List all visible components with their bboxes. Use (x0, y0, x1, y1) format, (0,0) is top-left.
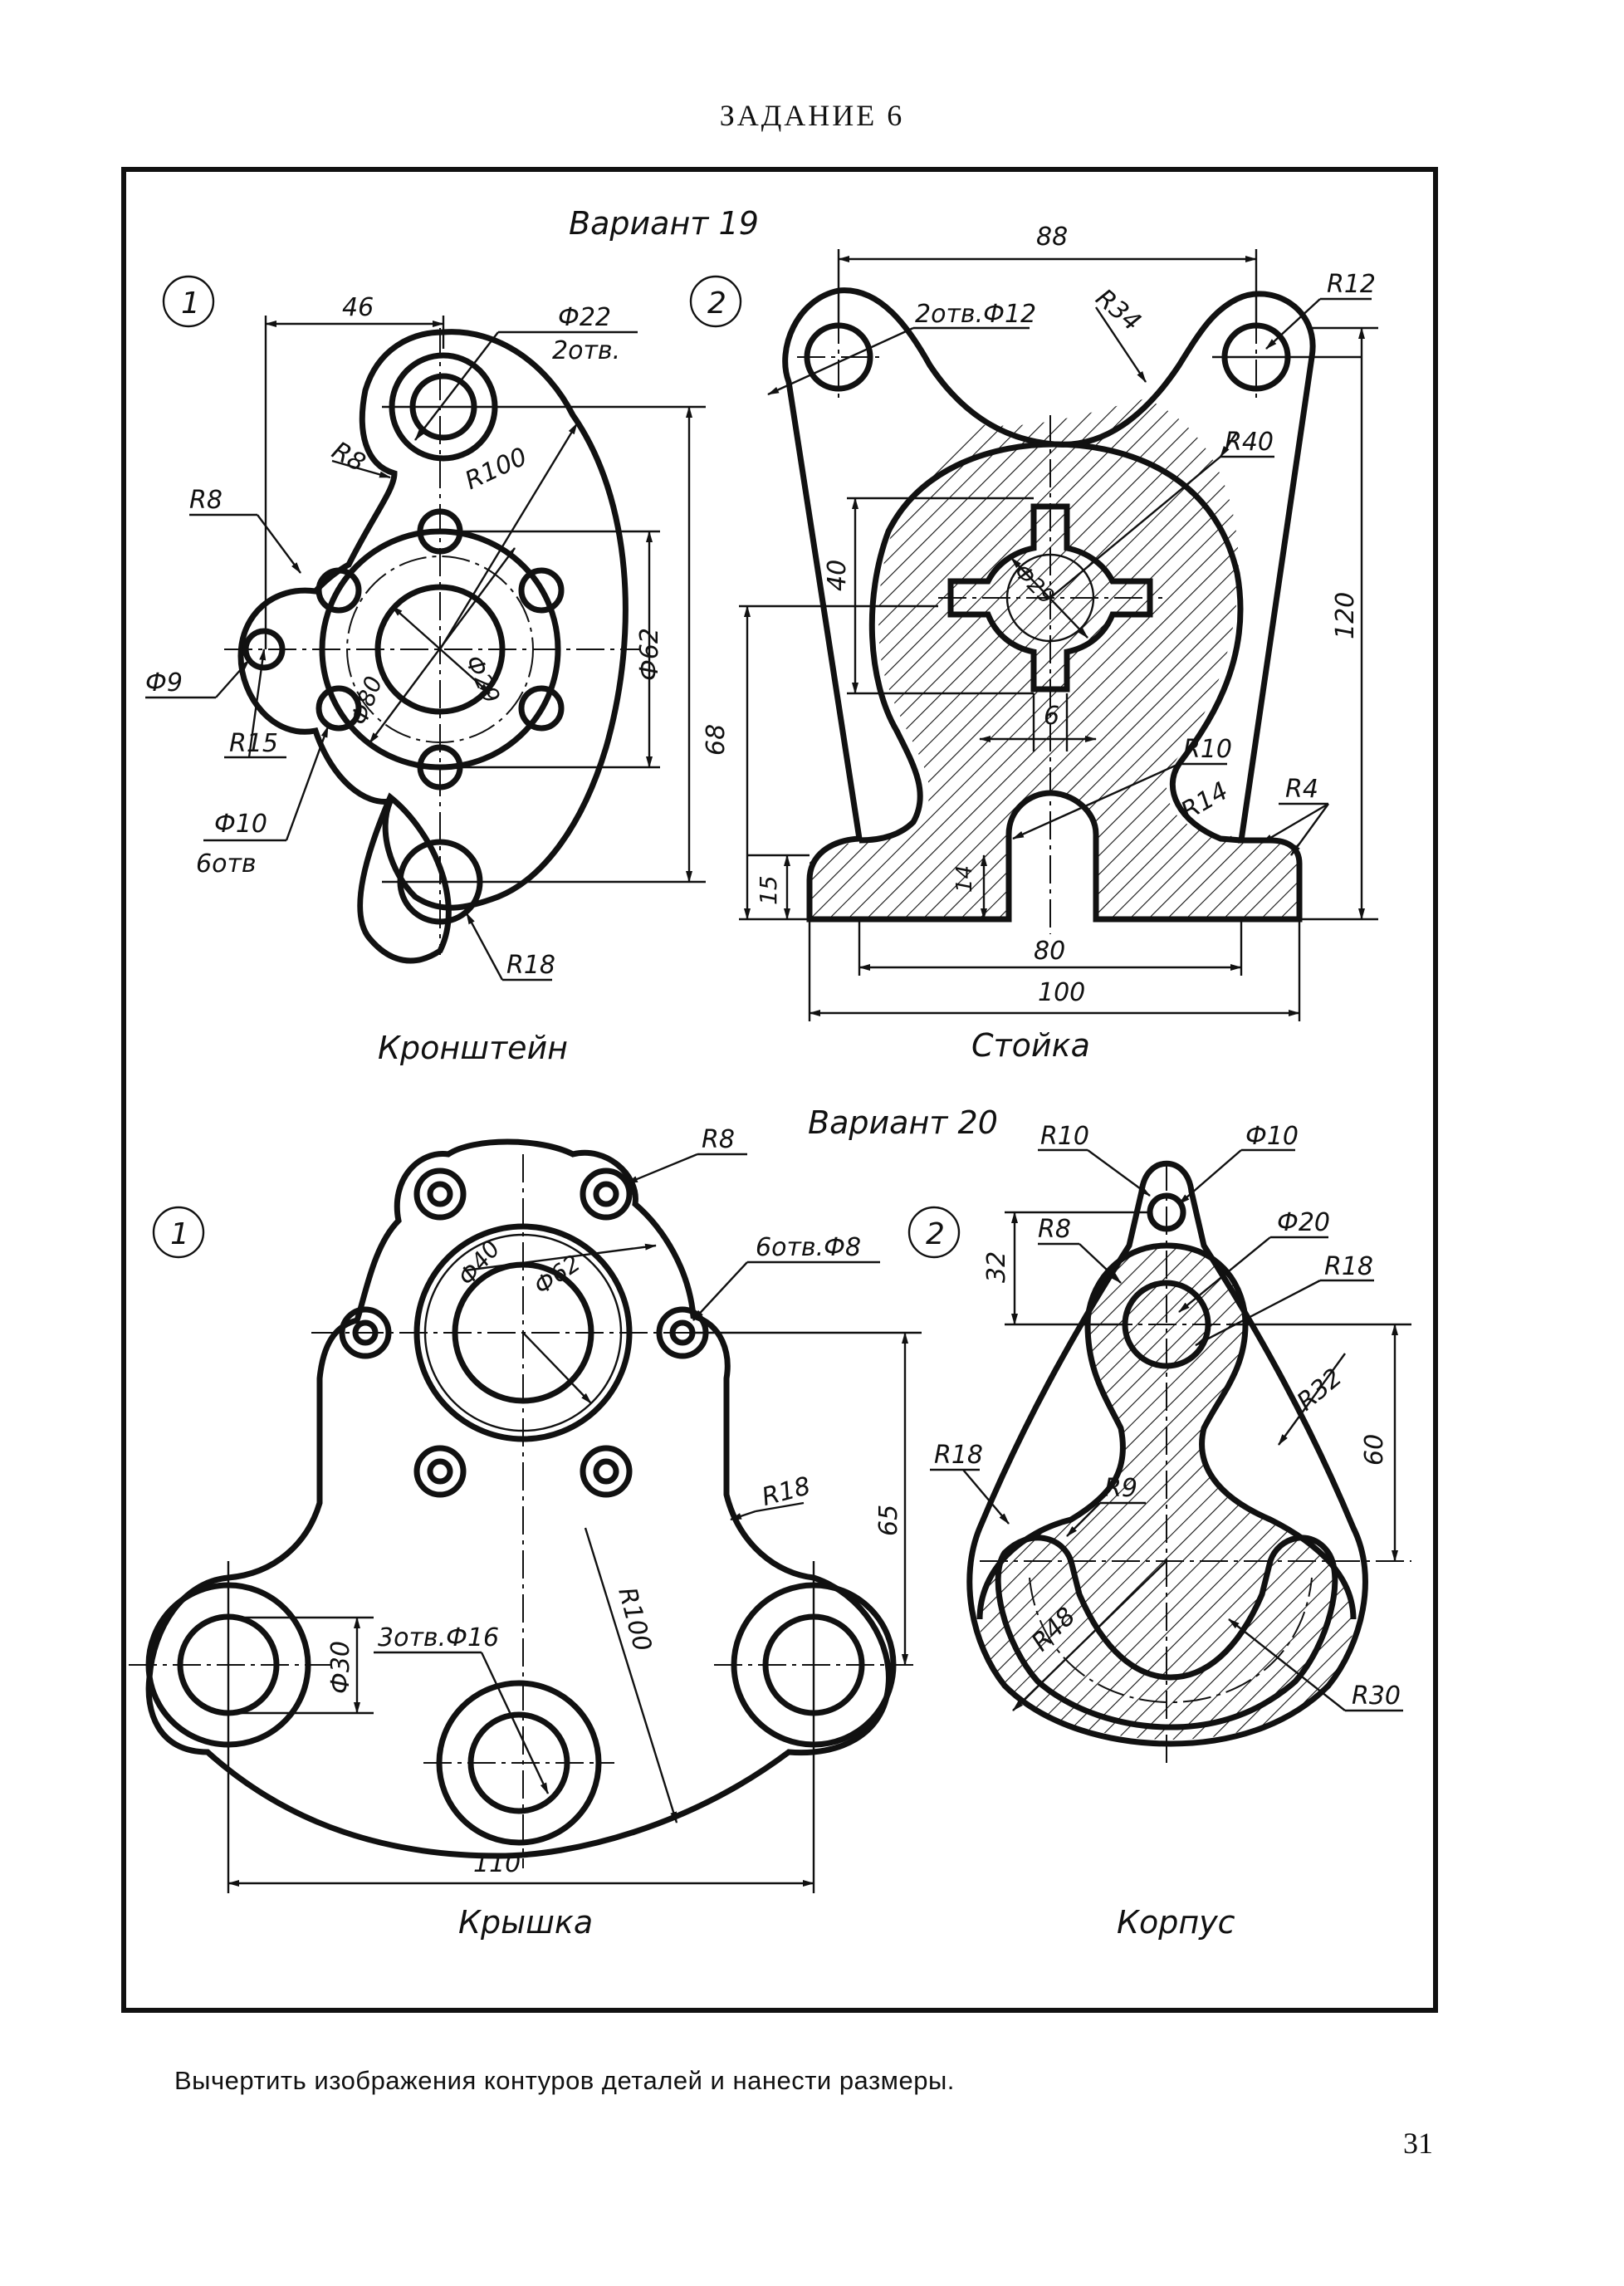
cover-part-number-circle (152, 1206, 205, 1259)
cover-dim-r8: R8 (702, 1125, 735, 1154)
bracket-dim-r18: R18 (506, 951, 555, 980)
housing-dim-r18-top: R18 (1324, 1252, 1373, 1281)
variant-19-heading: Вариант 19 (569, 205, 759, 242)
stand-caption: Стойка (971, 1027, 1090, 1064)
stand-dim-6: 6 (1044, 702, 1059, 731)
cover-dim-110: 110 (473, 1849, 521, 1878)
housing-dim-r30: R30 (1352, 1681, 1401, 1711)
stand-dim-80: 80 (1034, 937, 1065, 966)
housing-dim-r8: R8 (1038, 1215, 1071, 1244)
bracket-caption: Кронштейн (378, 1030, 568, 1066)
variant-20-heading: Вариант 20 (808, 1104, 998, 1141)
stand-dim-r12: R12 (1327, 270, 1376, 299)
bracket-drawing: 1 46 68 Ф62 (145, 275, 731, 1066)
bracket-bolt-hole (518, 685, 565, 732)
page-title: ЗАДАНИЕ 6 (719, 99, 905, 132)
drawing-frame: Вариант 19 1 46 (120, 166, 1439, 2014)
housing-drawing: 2 R10 Ф10 R8 Ф20 32 R18 (907, 1122, 1411, 1941)
stand-drawing: 2 88 2отв.Ф12 R34 R12 R40 (689, 223, 1378, 1064)
stand-dim-2holes12: 2отв.Ф12 (915, 300, 1036, 329)
bracket-dim-2holes: 2отв. (552, 336, 620, 365)
bracket-part-number: 1 (181, 286, 200, 321)
cover-dim-3holes16: 3отв.Ф16 (378, 1623, 499, 1652)
stand-dim-120: 120 (1331, 592, 1360, 639)
stand-cross-hole (947, 503, 1153, 693)
stand-part-number: 2 (707, 286, 726, 321)
instruction-text: Вычертить изображения контуров деталей и… (174, 2066, 955, 2095)
stand-dim-14: 14 (952, 865, 977, 893)
stand-dim-r40: R40 (1225, 428, 1274, 457)
cover-dim-r100: R100 (612, 1584, 657, 1655)
housing-outline (966, 1160, 1368, 1747)
housing-dim-r18-left: R18 (934, 1441, 983, 1470)
cover-part-number: 1 (170, 1217, 189, 1251)
bracket-outline (357, 792, 452, 964)
bracket-dim-d22: Ф22 (558, 303, 611, 332)
cover-caption: Крышка (458, 1904, 593, 1941)
page-number: 31 (1403, 2127, 1433, 2160)
housing-dim-d10: Ф10 (1245, 1122, 1299, 1151)
stand-dim-r10: R10 (1183, 735, 1232, 764)
cover-dim-6holes8: 6отв.Ф8 (756, 1233, 861, 1262)
frame-border (121, 167, 1438, 2013)
stand-hatched-section (810, 399, 1299, 919)
bracket-dim-r8-left: R8 (189, 486, 223, 515)
stand-outline (782, 287, 1316, 923)
cover-dim-d30: Ф30 (326, 1641, 355, 1694)
housing-part-number: 2 (926, 1217, 945, 1251)
housing-caption: Корпус (1117, 1904, 1235, 1941)
bracket-dim-6holes: 6отв (196, 849, 257, 879)
housing-dim-32: 32 (982, 1251, 1011, 1283)
bracket-bolt-hole (316, 567, 362, 614)
bracket-bolt-hole (316, 685, 362, 732)
bracket-bolt-hole (518, 567, 565, 614)
housing-dim-60: 60 (1360, 1434, 1389, 1466)
stand-dim-100: 100 (1038, 978, 1085, 1007)
bracket-dim-46: 46 (342, 293, 374, 322)
housing-dim-r10: R10 (1040, 1122, 1089, 1151)
bracket-dim-d10: Ф10 (214, 810, 267, 839)
bracket-dim-r15: R15 (229, 729, 278, 758)
bracket-dim-d62: Ф62 (635, 628, 664, 681)
bracket-outer-contour (237, 329, 629, 911)
bracket-dim-d9: Ф9 (145, 668, 183, 698)
housing-u-cavity (995, 1535, 1338, 1730)
housing-dim-d20: Ф20 (1277, 1208, 1330, 1237)
stand-dim-40: 40 (823, 560, 852, 591)
housing-part-number-circle (907, 1206, 961, 1259)
cover-outline (145, 1138, 892, 1859)
stand-dim-88: 88 (1036, 223, 1068, 252)
cover-dim-65: 65 (874, 1505, 903, 1536)
bracket-dim-68: 68 (702, 724, 731, 756)
bracket-dim-d80: Ф80 (345, 673, 388, 728)
housing-dim-r9: R9 (1104, 1474, 1137, 1503)
bracket-part-number-circle (162, 275, 215, 328)
cover-drawing: 1 R8 6отв.Ф8 Ф40 Ф62 (129, 1125, 922, 1941)
stand-dim-15: 15 (755, 875, 782, 905)
stand-part-number-circle (689, 275, 742, 328)
stand-dim-r4: R4 (1285, 775, 1318, 804)
